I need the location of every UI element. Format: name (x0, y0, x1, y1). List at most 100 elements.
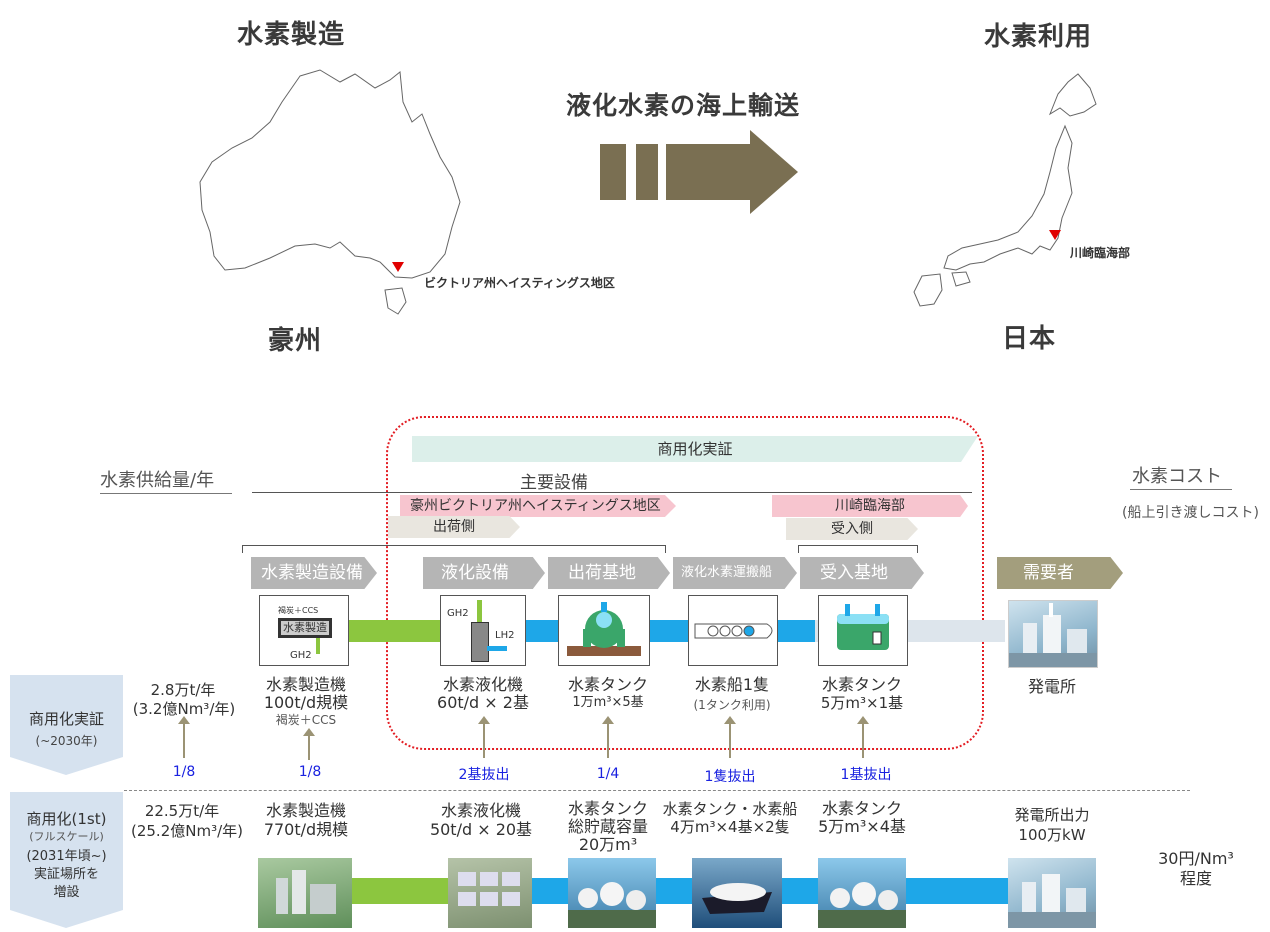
supply-label: 水素供給量/年 (100, 470, 215, 491)
production-box-main-label: 水素製造 (278, 618, 332, 638)
ratio-tank: 1/4 (596, 766, 620, 782)
p1-production-l2: 100t/d規模 (263, 693, 349, 712)
liq-gh2-stub (477, 600, 482, 624)
phase2-sub3: 実証場所を (33, 867, 99, 882)
phase2-sub1: (フルスケール) (29, 830, 104, 843)
p2-plant-l1: 発電所出力 (1014, 806, 1090, 824)
p2-tank-l2: 総貯蔵容量 (567, 817, 648, 836)
cost-underline (1130, 489, 1232, 490)
ratio-receiving: 1基抜出 (840, 767, 892, 783)
phase2-sub2: (2031年頃~) (26, 849, 107, 864)
receiving-bracket (798, 545, 918, 553)
main-facilities-line (252, 492, 972, 493)
liquefier-icon (471, 622, 489, 662)
phase2-supply-line2: (25.2億Nm³/年) (130, 822, 243, 840)
victoria-band: 豪州ビクトリア州ヘイスティングス地区 (400, 495, 676, 517)
production-box-top-label: 褐炭＋CCS (278, 606, 319, 615)
p2-ship-photo (692, 858, 782, 928)
shipping-tank-icon (558, 595, 650, 666)
p2-power-plant-photo (1008, 858, 1096, 928)
ratio-arrow-3 (478, 716, 490, 758)
liq-lh2-stub (487, 646, 507, 651)
p1-tank-l1: 水素タンク (567, 675, 648, 694)
victoria-marker-icon (392, 262, 404, 272)
usage-title: 水素利用 (984, 22, 1093, 52)
lh2-carrier-icon (702, 883, 772, 914)
p2-receiving-photo (818, 858, 906, 928)
liq-gh2-label: GH2 (447, 608, 469, 619)
ratio-liquefaction: 2基抜出 (458, 767, 510, 783)
gh2-stub (316, 638, 320, 654)
flat-tank-icon (837, 604, 889, 650)
power-plant-icon (1009, 603, 1097, 667)
supply-underline (100, 493, 232, 494)
shipping-side-band: 出荷側 (388, 516, 520, 538)
phase1-supply-line2: (3.2億Nm³/年) (132, 700, 236, 718)
p1-recv-l2: 5万m³×1基 (820, 694, 904, 712)
spherical-tank-icon (567, 602, 641, 656)
p1-plant-l1: 発電所 (1027, 677, 1076, 696)
phase2-supply-line1: 22.5万t/年 (144, 802, 220, 820)
storage-spheres-icon (568, 882, 656, 928)
p2-recv-l2: 5万m³×4基 (818, 817, 906, 836)
stage-liquefaction: 液化設備 (423, 557, 545, 589)
p2-gh2-pipe (350, 878, 448, 904)
phase1-supply-line1: 2.8万t/年 (150, 681, 216, 699)
liq-lh2-label: LH2 (495, 630, 515, 641)
liquefaction-plant-icon (458, 872, 520, 906)
p2-recv-l1: 水素タンク (821, 799, 902, 818)
ratio-arrow-1 (178, 716, 190, 758)
p2-tank-l1: 水素タンク (567, 799, 648, 818)
commercial-demo-boundary (386, 416, 984, 750)
p2-production-l1: 水素製造機 (265, 801, 346, 820)
receiving-side-band: 受入側 (786, 518, 918, 540)
p1-tank-l2: 1万m³×5基 (572, 695, 644, 710)
kawasaki-site-label: 川崎臨海部 (1070, 246, 1131, 260)
ratio-ship: 1隻抜出 (704, 769, 756, 785)
liquefaction-icon: GH2 LH2 (440, 595, 526, 666)
ratio-arrow-5 (724, 716, 736, 758)
receiving-tank-icon (818, 595, 908, 666)
commercial-demo-band: 商用化実証 (412, 436, 978, 462)
transport-arrow-icon (600, 130, 798, 214)
carrier-ship-icon (688, 595, 778, 666)
p1-liq-l1: 水素液化機 (442, 675, 523, 694)
ratio-arrow-6 (857, 716, 869, 758)
p2-tank-l3: 20万m³ (578, 835, 638, 854)
phase2-sub4: 増設 (53, 885, 80, 900)
australia-label: 豪州 (268, 326, 323, 356)
stage-carrier: 液化水素運搬船 (673, 557, 797, 589)
ship-icon (694, 623, 773, 639)
phase2-cost-line2: 程度 (1179, 869, 1212, 888)
p2-ship-l2: 4万m³×4基×2隻 (670, 818, 790, 836)
production-plant-icon (276, 870, 336, 914)
p2-tank-photo (568, 858, 656, 928)
p1-ship-l1: 水素船1隻 (694, 675, 770, 694)
phase1-name: 商用化実証 (28, 710, 104, 728)
phase1-period: (~2030年) (35, 734, 98, 748)
kawasaki-marker-icon (1049, 230, 1061, 240)
p2-liq-l1: 水素液化機 (440, 801, 521, 820)
stage-production: 水素製造設備 (251, 557, 377, 589)
victoria-site-label: ビクトリア州ヘイスティングス地区 (424, 276, 615, 290)
production-gh2-label: GH2 (290, 650, 312, 661)
p1-recv-l1: 水素タンク (821, 675, 902, 694)
p2-liquefaction-photo (448, 858, 532, 928)
receiving-spheres-icon (818, 882, 906, 928)
p2-production-photo (258, 858, 352, 928)
phase2-name: 商用化(1st) (26, 810, 107, 828)
cost-note: (船上引き渡しコスト) (1122, 505, 1259, 521)
ratio-supply: 1/8 (172, 764, 196, 780)
p1-ship-l2: (1タンク利用) (693, 698, 771, 712)
cost-label: 水素コスト (1132, 466, 1222, 487)
stage-shipping-base: 出荷基地 (548, 557, 670, 589)
p2-plant-l2: 100万kW (1018, 826, 1086, 844)
kawasaki-band: 川崎臨海部 (772, 495, 968, 517)
p1-liq-l2: 60t/d × 2基 (437, 693, 529, 712)
transport-title: 液化水素の海上輸送 (566, 91, 801, 120)
production-title: 水素製造 (237, 20, 346, 50)
phase-divider (124, 790, 1190, 791)
ratio-arrow-2 (303, 728, 315, 760)
shipping-bracket (242, 545, 666, 553)
p1-production-l1: 水素製造機 (265, 675, 346, 694)
